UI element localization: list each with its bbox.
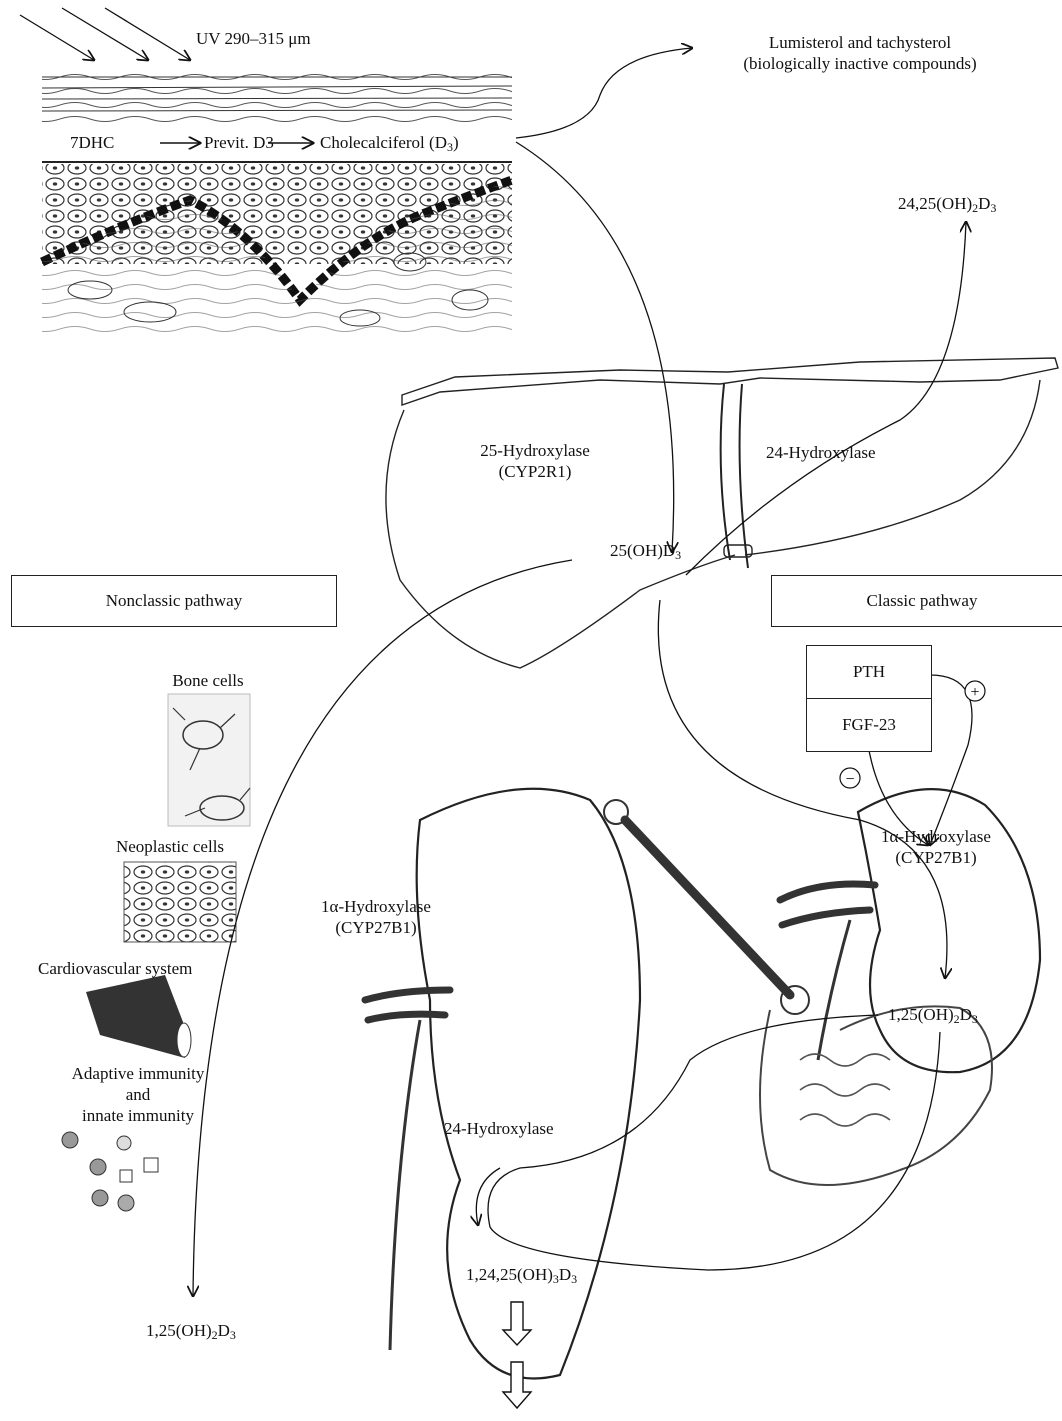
neoplastic-cells-illustration — [124, 862, 236, 942]
label-1a-hydroxylase-nonclassic: 1α-Hydroxylase (CYP27B1) — [286, 896, 466, 938]
label-7dhc: 7DHC — [70, 132, 114, 153]
label-1a-hydroxylase-kidney: 1α-Hydroxylase (CYP27B1) — [846, 826, 1026, 868]
skin-illustration — [42, 70, 512, 335]
classic-pathway-box: Classic pathway — [771, 575, 1062, 627]
cardiovascular-illustration — [86, 975, 191, 1058]
label-previtamin-d3: Previt. D3 — [204, 132, 274, 153]
label-1-24-25-oh3-d3: 1,24,25(OH)3D3 — [466, 1264, 577, 1285]
femur-illustration — [604, 800, 809, 1014]
hollow-down-arrows — [503, 1302, 531, 1408]
label-cardiovascular-system: Cardiovascular system — [38, 958, 192, 979]
label-1-25-oh2-d3-kidney: 1,25(OH)2D3 — [888, 1004, 978, 1025]
label-neoplastic-cells: Neoplastic cells — [80, 836, 260, 857]
label-cholecalciferol: Cholecalciferol (D3) — [320, 132, 459, 153]
minus-sign: − — [845, 771, 854, 788]
label-1-25-oh2-d3-nonclassic: 1,25(OH)2D3 — [146, 1320, 236, 1341]
label-inactive-compounds: Lumisterol and tachysterol (biologically… — [700, 32, 1020, 74]
fgf23-box: FGF-23 — [806, 698, 932, 752]
nonclassic-pathway-box: Nonclassic pathway — [11, 575, 337, 627]
label-24-hydroxylase-kidney: 24-Hydroxylase — [444, 1118, 554, 1139]
immune-cells-illustration — [62, 1132, 158, 1211]
label-24-25-oh2-d3-top: 24,25(OH)2D3 — [898, 193, 996, 214]
plus-sign: + — [970, 684, 979, 701]
intestine-illustration — [760, 1006, 992, 1185]
uv-arrows — [20, 8, 190, 60]
uv-label: UV 290–315 μm — [196, 28, 311, 49]
label-immunity: Adaptive immunity and innate immunity — [38, 1063, 238, 1126]
pth-box: PTH — [806, 645, 932, 698]
label-bone-cells: Bone cells — [118, 670, 298, 691]
bottom-kidney-illustration — [365, 789, 640, 1379]
label-24-hydroxylase-liver: 24-Hydroxylase — [766, 442, 876, 463]
label-25-oh-d3: 25(OH)D3 — [610, 540, 681, 561]
bone-cells-illustration — [168, 694, 250, 826]
label-25-hydroxylase: 25-Hydroxylase (CYP2R1) — [445, 440, 625, 482]
